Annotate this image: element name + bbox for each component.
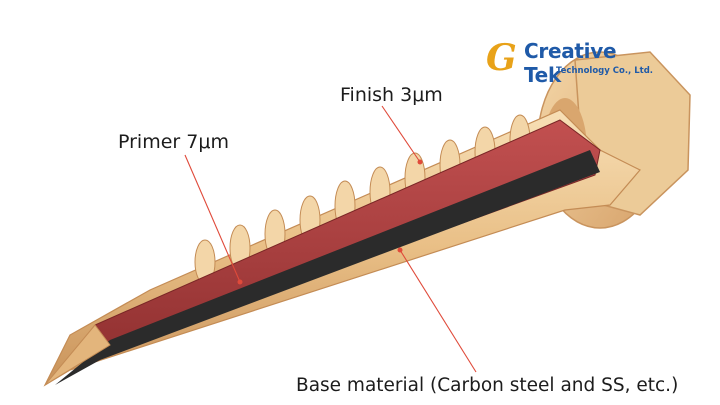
base-material-label: Base material (Carbon steel and SS, etc.… (296, 375, 679, 396)
logo-mark: G (486, 37, 517, 79)
base-material-layer (55, 150, 600, 385)
primer-leader-line (184, 154, 241, 283)
finish-leader-dot (417, 159, 423, 165)
company-logo: G Creative Tek Technology Co., Ltd. (486, 36, 656, 87)
finish-leader-line (381, 105, 421, 163)
base-leader-dot (397, 247, 403, 253)
logo-title: Creative Tek (524, 39, 617, 87)
base-leader-line (399, 249, 477, 373)
primer-label: Primer 7μm (118, 131, 229, 153)
finish-label: Finish 3μm (340, 84, 443, 106)
drill-tip (44, 324, 111, 386)
logo-subtitle: Technology Co., Ltd. (556, 66, 654, 76)
primer-leader-dot (237, 279, 243, 285)
